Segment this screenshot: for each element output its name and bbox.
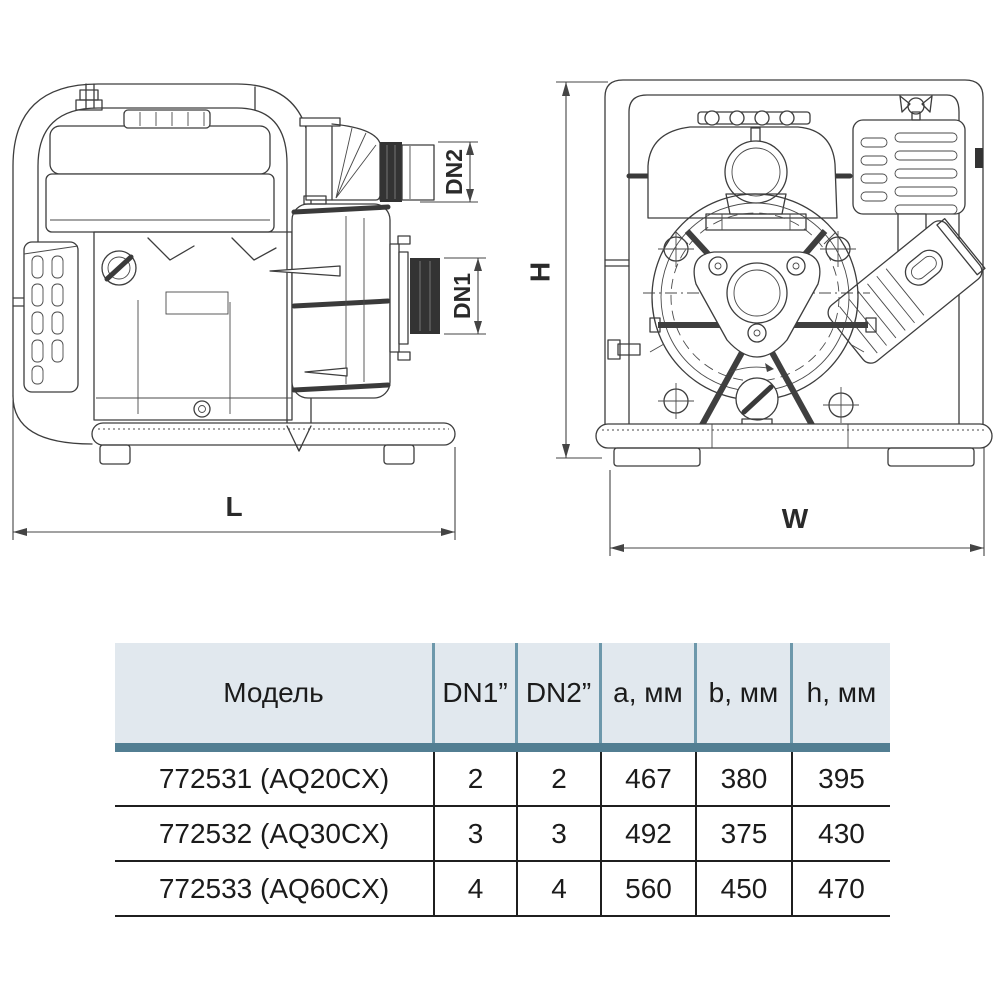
grille-slots xyxy=(31,255,64,385)
dn2-dimension: DN2 xyxy=(420,141,478,203)
air-filter-box xyxy=(852,119,966,215)
length-dimension: L xyxy=(12,400,456,540)
table-cell-dn2: 4 xyxy=(518,862,602,917)
table-cell-dn2: 3 xyxy=(518,807,602,862)
table-header-h-mm: h, мм xyxy=(806,677,877,708)
width-dimension-label: W xyxy=(782,503,809,534)
table-header-b-mm: b, мм xyxy=(697,643,793,743)
table-cell-a: 467 xyxy=(602,752,697,807)
table-cell-h: 430 xyxy=(793,807,890,862)
table-cell-dn1: 2 xyxy=(435,752,518,807)
pump-technical-drawing: DN2 DN1 L xyxy=(12,79,993,556)
table-cell-dn2: 2 xyxy=(518,752,602,807)
front-view-drawing: H W xyxy=(524,79,993,556)
table-header-row: Модель DN1” DN2” a, мм b, мм h, мм xyxy=(115,643,890,743)
dn1-connector xyxy=(410,258,440,334)
table-cell-a: 560 xyxy=(602,862,697,917)
table-header-dn2: DN2” xyxy=(518,643,602,743)
foot xyxy=(613,447,701,467)
table-header-a-mm: a, мм xyxy=(602,643,697,743)
table-cell-b: 375 xyxy=(697,807,793,862)
table-cell-h: 395 xyxy=(793,752,890,807)
table-cell-model: 772532 (AQ30CX) xyxy=(115,807,435,862)
table-cell-b: 450 xyxy=(697,862,793,917)
table-cell-model: 772531 (AQ20CX) xyxy=(115,752,435,807)
dn2-connector xyxy=(380,142,402,202)
header-divider-bar xyxy=(115,743,890,752)
wing-nut xyxy=(899,95,933,121)
foot xyxy=(383,444,415,465)
table-cell-model: 772533 (AQ60CX) xyxy=(115,862,435,917)
dn1-dimension: DN1 xyxy=(444,257,486,335)
frame xyxy=(604,79,984,425)
engine-shroud xyxy=(45,173,275,233)
suction-port xyxy=(726,262,788,324)
table-cell-dn1: 3 xyxy=(435,807,518,862)
air-filter-slots xyxy=(860,132,958,215)
length-dimension-label: L xyxy=(225,491,242,522)
recoil-grille xyxy=(23,241,79,393)
table-cell-a: 492 xyxy=(602,807,697,862)
dn2-dimension-label: DN2 xyxy=(441,149,467,195)
base-skid xyxy=(91,422,456,446)
table-header-dn1: DN1” xyxy=(435,643,518,743)
table-cell-dn1: 4 xyxy=(435,862,518,917)
width-dimension: W xyxy=(609,448,985,556)
foot xyxy=(887,447,975,467)
foot xyxy=(99,444,131,465)
dn1-dimension-label: DN1 xyxy=(449,273,475,319)
base-skid-front xyxy=(595,423,993,449)
fuel-cap xyxy=(123,109,211,129)
fuel-tank xyxy=(49,125,271,175)
table-body: 772531 (AQ20CX) 2 2 467 380 395 772532 (… xyxy=(115,752,890,917)
table-cell-b: 380 xyxy=(697,752,793,807)
spec-table: Модель DN1” DN2” a, мм b, мм h, мм 77253… xyxy=(115,643,890,917)
corner-bolts xyxy=(658,231,859,423)
table-cell-h: 470 xyxy=(793,862,890,917)
height-dimension: H xyxy=(524,81,608,459)
height-dimension-label: H xyxy=(524,262,555,282)
side-view-drawing: DN2 DN1 L xyxy=(12,83,486,540)
table-header-model: Модель xyxy=(115,643,435,743)
drain-plug xyxy=(729,363,779,429)
